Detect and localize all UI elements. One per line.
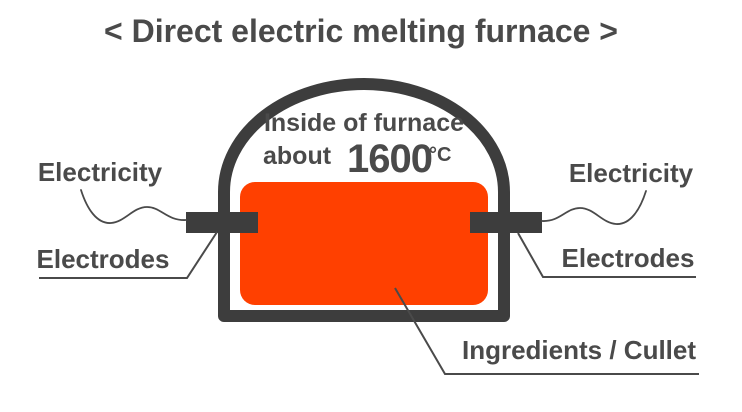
electrodes-pointer-right-line [517, 232, 696, 278]
diagram-title: < Direct electric melting furnace > [104, 13, 618, 49]
temperature-unit-label: °C [429, 144, 452, 166]
inside-furnace-label: Inside of furnace [263, 109, 465, 137]
temperature-value: 1600 [347, 137, 433, 181]
temperature-prefix-label: about [263, 142, 332, 170]
electrode-left-bar [186, 212, 258, 233]
electricity-label-left: Electricity [37, 157, 163, 187]
furnace-shell-outline [218, 78, 510, 322]
electricity-label-right: Electricity [568, 158, 694, 188]
electrodes-pointer-left-line [39, 231, 218, 279]
molten-material-shape [240, 182, 488, 305]
electricity-wave-left-line [80, 189, 187, 224]
electricity-wave-right-line [541, 190, 647, 225]
electrodes-label-right: Electrodes [561, 243, 695, 273]
electrodes-label-left: Electrodes [36, 244, 170, 274]
electrode-right-bar [470, 212, 542, 233]
ingredients-cullet-label: Ingredients / Cullet [461, 335, 697, 365]
ingredients-pointer-line [394, 287, 699, 375]
